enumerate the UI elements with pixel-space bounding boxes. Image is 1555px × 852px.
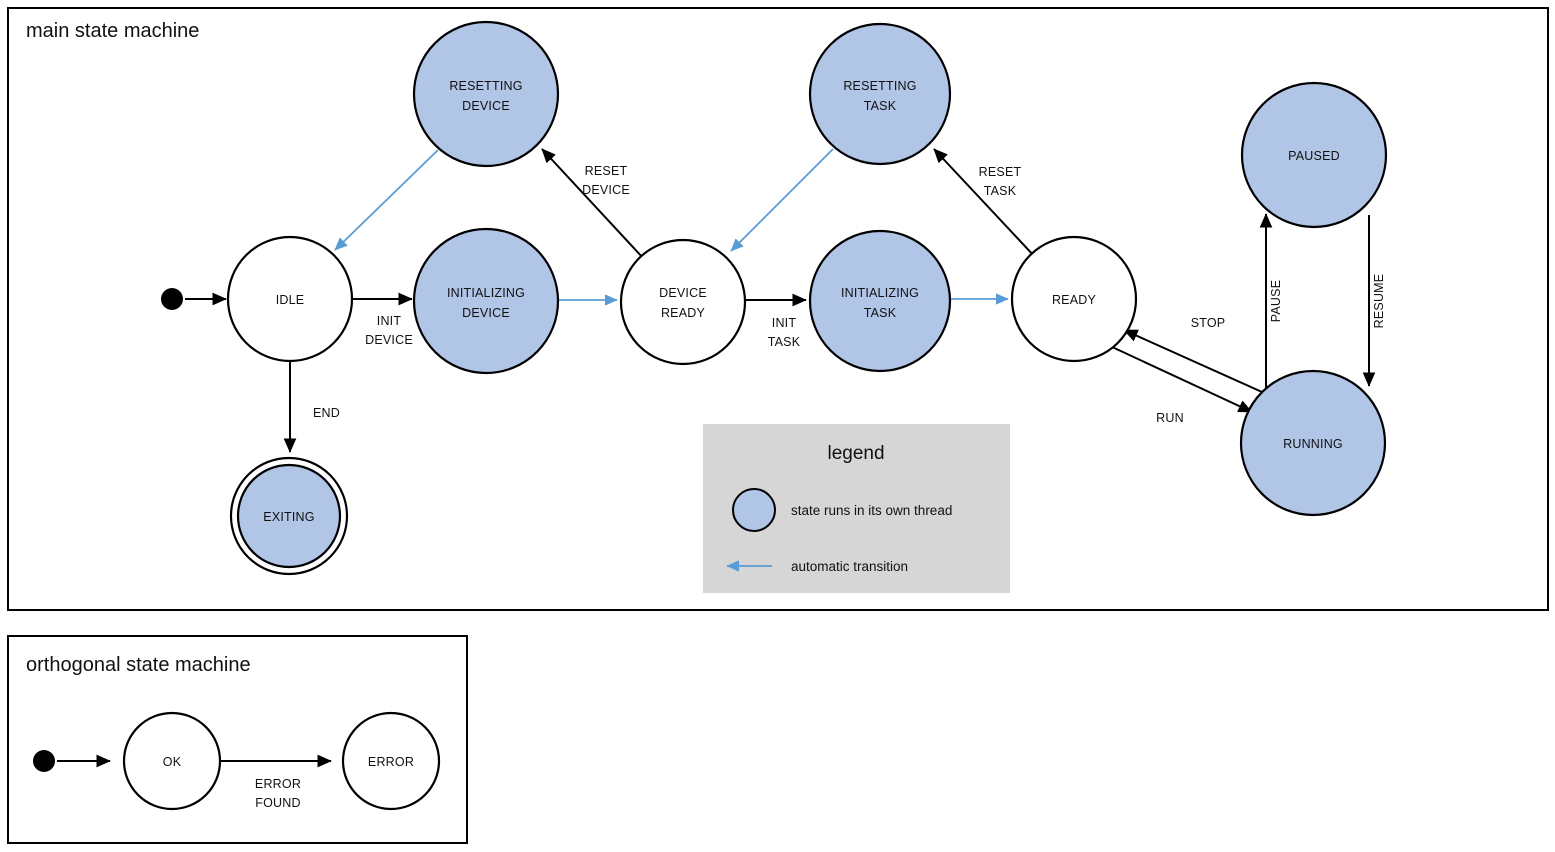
state-circle-exiting[interactable]	[236, 463, 342, 569]
state-circle-initializing-device[interactable]	[412, 227, 560, 375]
state-node-idle[interactable]: IDLE	[226, 235, 354, 363]
legend-title: legend	[827, 443, 884, 464]
state-circle-ready[interactable]	[1010, 235, 1138, 363]
edge-resetting-task-to-device-ready	[730, 148, 834, 252]
edge-running-to-ready	[1123, 329, 1263, 393]
state-circle-resetting-task[interactable]	[808, 22, 952, 166]
state-circle-resetting-device[interactable]	[412, 20, 560, 168]
legend-automatic-transition-text: automatic transition	[791, 559, 908, 574]
main-state-machine-frame	[7, 7, 1549, 611]
initial-state-dot-orthogonal	[33, 750, 55, 772]
edge-label-resume: RESUME	[1372, 274, 1386, 329]
edge-label-error-found-line1: ERROR	[255, 777, 301, 791]
state-label-ready: READY	[1052, 293, 1097, 307]
state-node-device-ready[interactable]: DEVICE READY	[619, 238, 747, 366]
state-circle-paused[interactable]	[1240, 81, 1388, 229]
state-node-paused[interactable]: PAUSED	[1240, 81, 1388, 229]
state-label-idle: IDLE	[276, 293, 305, 307]
state-circle-device-ready[interactable]	[619, 238, 747, 366]
state-label-running: RUNNING	[1283, 437, 1343, 451]
state-node-initializing-device[interactable]: INITIALIZING DEVICE	[412, 227, 560, 375]
state-circle-ok[interactable]	[122, 711, 222, 811]
state-label-exiting: EXITING	[263, 510, 314, 524]
state-circle-idle[interactable]	[226, 235, 354, 363]
orthogonal-state-machine-frame	[7, 635, 468, 844]
state-label-ok: OK	[163, 755, 182, 769]
edge-label-init-task-line2: TASK	[768, 335, 801, 349]
state-label-paused: PAUSED	[1288, 149, 1340, 163]
edge-label-run: RUN	[1156, 411, 1184, 425]
state-node-exiting[interactable]: EXITING	[229, 456, 349, 576]
edge-ready-to-running	[1109, 345, 1253, 413]
edge-label-init-task-line1: INIT	[772, 316, 797, 330]
state-label-resetting-device-line2: DEVICE	[462, 99, 510, 113]
state-label-device-ready-line1: DEVICE	[659, 286, 707, 300]
orthogonal-state-machine-title: orthogonal state machine	[26, 654, 251, 676]
state-label-error: ERROR	[368, 755, 414, 769]
state-circle-initializing-task[interactable]	[808, 229, 952, 373]
legend-threaded-state-text: state runs in its own thread	[791, 503, 952, 518]
state-node-running[interactable]: RUNNING	[1239, 369, 1387, 517]
legend-threaded-state-icon	[732, 488, 776, 532]
edge-label-end: END	[313, 406, 340, 420]
edge-resetting-device-to-idle	[334, 149, 439, 251]
state-label-resetting-device-line1: RESETTING	[449, 79, 522, 93]
edge-device-ready-to-resetting-device	[541, 148, 645, 260]
edge-label-reset-task-line2: TASK	[984, 184, 1017, 198]
state-label-initializing-device-line2: DEVICE	[462, 306, 510, 320]
edge-label-reset-device-line1: RESET	[585, 164, 628, 178]
edge-label-reset-device-line2: DEVICE	[582, 183, 630, 197]
edge-label-reset-task-line1: RESET	[979, 165, 1022, 179]
legend-panel: legend state runs in its own thread auto…	[703, 424, 1010, 593]
state-node-ok[interactable]: OK	[122, 711, 222, 811]
state-node-resetting-device[interactable]: RESETTING DEVICE	[412, 20, 560, 168]
state-label-device-ready-line2: READY	[661, 306, 706, 320]
state-node-initializing-task[interactable]: INITIALIZING TASK	[808, 229, 952, 373]
state-circle-error[interactable]	[341, 711, 441, 811]
edge-label-init-device-line2: DEVICE	[365, 333, 413, 347]
main-state-machine-title: main state machine	[26, 20, 199, 42]
state-label-initializing-task-line2: TASK	[864, 306, 897, 320]
state-label-initializing-task-line1: INITIALIZING	[841, 286, 919, 300]
edge-ready-to-resetting-task	[933, 148, 1037, 259]
state-label-resetting-task-line2: TASK	[864, 99, 897, 113]
edge-label-stop: STOP	[1191, 316, 1226, 330]
edge-label-pause: PAUSE	[1269, 280, 1283, 322]
state-node-error[interactable]: ERROR	[341, 711, 441, 811]
initial-state-dot-main	[161, 288, 183, 310]
state-node-ready[interactable]: READY	[1010, 235, 1138, 363]
edge-label-error-found-line2: FOUND	[255, 796, 300, 810]
edge-label-init-device-line1: INIT	[377, 314, 402, 328]
state-label-resetting-task-line1: RESETTING	[843, 79, 916, 93]
state-node-resetting-task[interactable]: RESETTING TASK	[808, 22, 952, 166]
state-circle-running[interactable]	[1239, 369, 1387, 517]
state-label-initializing-device-line1: INITIALIZING	[447, 286, 525, 300]
